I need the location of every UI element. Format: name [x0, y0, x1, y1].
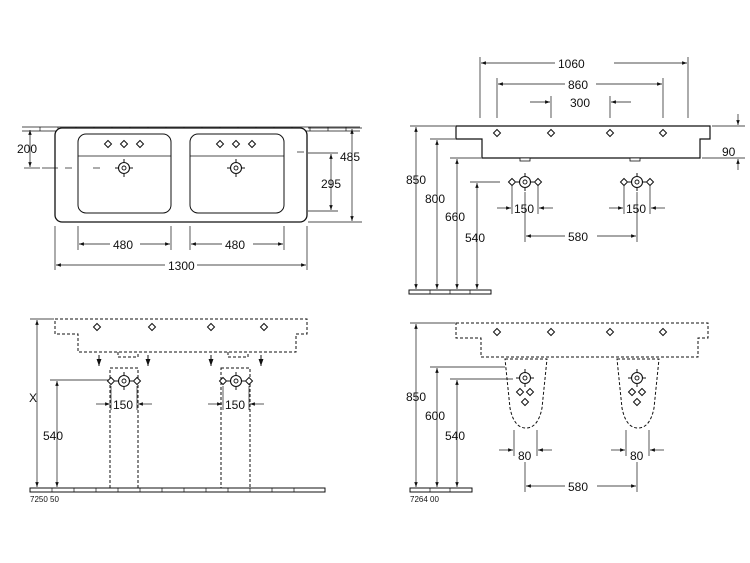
dim-150-a-right: 150	[225, 398, 245, 412]
dim-540: 540	[465, 231, 485, 245]
dim-850-b: 850	[406, 390, 426, 404]
pedestal-view-b: 850 600 540 80 80 580 7264 00	[406, 322, 709, 504]
left-siphon	[504, 358, 548, 429]
right-supply-connections	[621, 173, 654, 191]
dim-660: 660	[445, 210, 465, 224]
basin-dashed-profile	[54, 318, 308, 353]
pedestal-view-a: X 540 150 150 7250 50	[29, 318, 326, 504]
dim-80-left: 80	[518, 449, 532, 463]
dim-200: 200	[17, 142, 37, 156]
dim-860: 860	[568, 78, 588, 92]
right-siphon-connections	[220, 372, 253, 390]
right-siphon	[616, 358, 660, 429]
dim-580-b: 580	[568, 480, 588, 494]
dim-80-right: 80	[630, 449, 644, 463]
dim-580: 580	[568, 230, 588, 244]
dim-300: 300	[570, 96, 590, 110]
dim-150-left: 150	[514, 202, 534, 216]
basin-front-profile	[455, 125, 711, 159]
product-code-a: 7250 50	[30, 495, 59, 504]
dim-600-b: 600	[425, 409, 445, 423]
dim-90: 90	[722, 145, 736, 159]
dim-850: 850	[406, 173, 426, 187]
dim-480-left: 480	[113, 238, 133, 252]
top-view: 200 485 295 480 480 1300	[17, 126, 362, 273]
dim-150-right: 150	[626, 202, 646, 216]
dim-540-a: 540	[43, 429, 63, 443]
left-supply-connections	[509, 173, 542, 191]
dim-480-right: 480	[225, 238, 245, 252]
product-code-b: 7264 00	[410, 495, 439, 504]
dim-800: 800	[425, 192, 445, 206]
front-view: 1060 860 300 90 850 800 660	[406, 57, 745, 295]
dim-x: X	[29, 391, 37, 405]
dim-540-b: 540	[445, 429, 465, 443]
dim-295: 295	[321, 177, 341, 191]
basin-dashed-profile-b	[455, 322, 709, 358]
dim-1060: 1060	[558, 57, 585, 71]
dim-150-a-left: 150	[113, 398, 133, 412]
dim-1300: 1300	[168, 259, 195, 273]
left-siphon-connections	[108, 372, 141, 390]
dim-485: 485	[340, 150, 360, 164]
